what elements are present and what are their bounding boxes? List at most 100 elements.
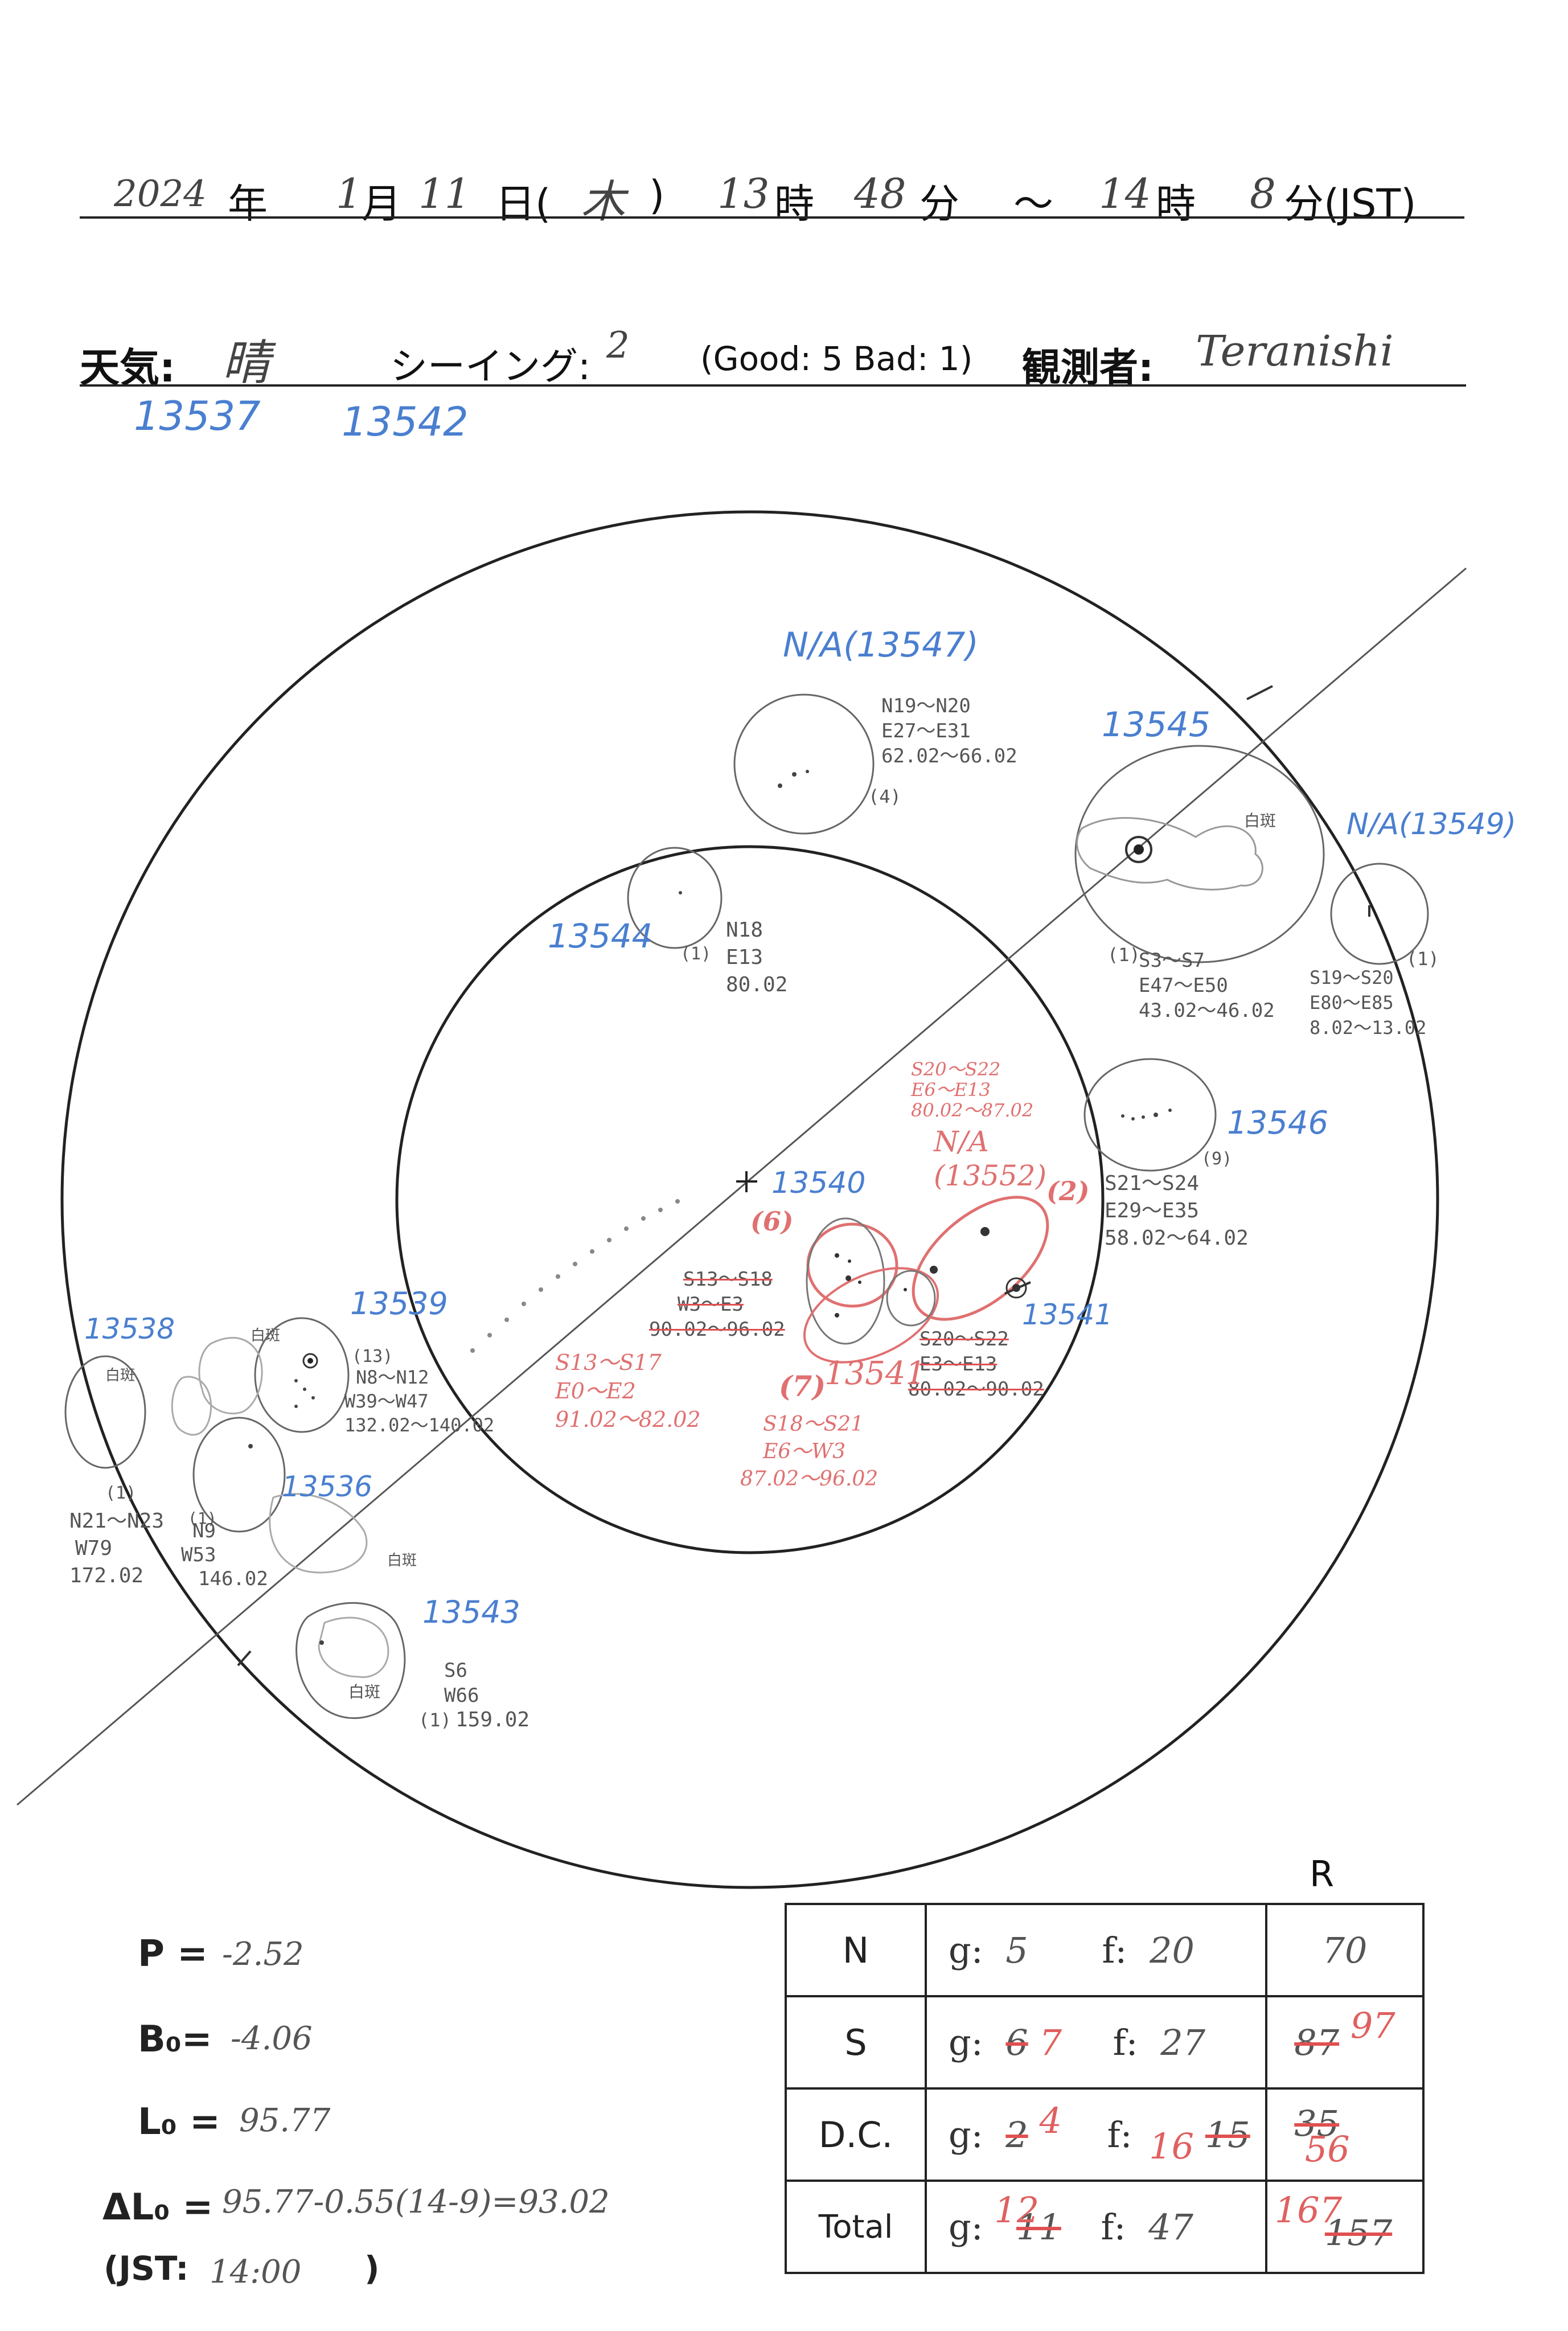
region-13552-carr: 80.02〜87.02 <box>911 1099 1034 1121</box>
region-13541-red-coords: S18〜S21 E6〜W3 87.02〜96.02 <box>740 1411 878 1493</box>
region-13552-lat: S20〜S22 <box>911 1058 1001 1080</box>
region-13544-lon: E13 <box>726 946 764 969</box>
region-13547-carr: 62.02〜66.02 <box>881 745 1017 768</box>
observer-label: 観測者: <box>1022 346 1154 391</box>
start-hour-unit: 時 <box>774 180 814 227</box>
table-row-disk-center: D.C. g: 2 4 f: 16 15 35 56 <box>785 2087 1425 2182</box>
region-13538-count: (1) <box>105 1483 137 1503</box>
region-13549-coords: S19〜S20 E80〜E85 8.02〜13.02 <box>1310 965 1426 1040</box>
year-value: 2024 <box>114 173 207 215</box>
region-13547-lon: E27〜E31 <box>881 720 971 742</box>
region-13544-carr: 80.02 <box>726 973 788 996</box>
region-13541-small-ring <box>1005 1277 1027 1299</box>
f-value-total: 47 <box>1148 2206 1194 2248</box>
r-cell-total: 167 157 <box>1265 2180 1425 2274</box>
weather-value: 晴 <box>222 335 270 391</box>
region-13541-red-label: 13541 <box>824 1355 926 1392</box>
region-13539-lat: N8〜N12 <box>356 1366 429 1388</box>
dotted-trail <box>470 1199 680 1353</box>
region-13545-spot-ring <box>1125 836 1152 863</box>
region-13547-outline <box>733 693 875 835</box>
start-min: 48 <box>854 170 906 217</box>
g-label: g: <box>949 1929 983 1971</box>
region-13546-count: (9) <box>1201 1149 1233 1169</box>
region-13540-red-coords: S13〜S17 E0〜E2 91.02〜82.02 <box>555 1348 701 1434</box>
g-label: g: <box>949 2206 983 2248</box>
weather-label: 天気: <box>80 344 175 391</box>
f-label: f: <box>1101 2206 1126 2248</box>
region-13546-outline <box>1083 1058 1217 1172</box>
region-13536-faculae <box>269 1493 368 1574</box>
f-value-dc-new: 16 <box>1149 2125 1195 2167</box>
weekday-value: 木 <box>581 177 626 228</box>
center-cross <box>736 1171 757 1192</box>
region-13541-carr: 80.02〜90.02 <box>908 1378 1044 1401</box>
region-13545-carr: 43.02〜46.02 <box>1139 999 1275 1022</box>
row-label-south: S <box>785 1995 927 2090</box>
region-13547-count: (4) <box>868 786 901 807</box>
table-row-total: Total g: 12 11 f: 47 167 157 <box>785 2180 1425 2274</box>
start-hour: 13 <box>717 170 770 217</box>
region-13545-faculae <box>1076 817 1263 890</box>
region-13545-coords: S3〜S7 E47〜E50 43.02〜46.02 <box>1139 948 1275 1023</box>
region-13543-faculae <box>318 1616 389 1679</box>
g-value-total-old: 11 <box>1016 2206 1061 2248</box>
region-13543-note: 白斑 <box>348 1682 381 1701</box>
region-13539-outline <box>254 1317 350 1433</box>
region-13549-count: (1) <box>1406 948 1439 970</box>
jst-label: (JST: <box>104 2249 189 2288</box>
region-13540-lon: W3〜E3 <box>678 1293 744 1316</box>
pole-tick-bottom <box>237 1650 252 1667</box>
region-13540-red-carr: 91.02〜82.02 <box>555 1407 701 1432</box>
row-label-total: Total <box>785 2180 927 2274</box>
region-13543-coords: S6 W66 <box>444 1658 479 1708</box>
region-13546-lon: E29〜E35 <box>1105 1199 1200 1222</box>
region-13543-lat: S6 <box>444 1659 467 1682</box>
date-line: 2024 年 1 月 11 日( 木 ) 13 時 48 分 〜 14 時 8 … <box>85 166 1463 228</box>
region-13545-label: 13545 <box>1102 705 1210 745</box>
r-value-north: 70 <box>1322 1929 1368 1971</box>
g-value-dc-new: 4 <box>1039 2099 1062 2141</box>
end-hour: 14 <box>1099 170 1151 217</box>
region-13539-lon: W39〜W47 <box>344 1390 429 1412</box>
r-column-header: R <box>1310 1853 1335 1895</box>
g-label: g: <box>949 2021 983 2063</box>
region-13545-outline <box>1074 745 1325 963</box>
region-13546-label: 13546 <box>1227 1105 1329 1142</box>
region-13540-carr: 90.02〜96.02 <box>649 1318 785 1341</box>
region-13545-note: 白斑 <box>1244 811 1276 830</box>
region-13539-note: 白斑 <box>251 1327 281 1344</box>
region-13538-note: 白斑 <box>105 1367 136 1384</box>
region-13549-lat: S19〜S20 <box>1310 967 1394 988</box>
region-13549-label: N/A(13549) <box>1347 807 1516 842</box>
region-13543-spot <box>319 1640 324 1645</box>
g-value-south-old: 6 <box>1005 2021 1028 2063</box>
row-label-disk-center: D.C. <box>785 2087 927 2182</box>
region-13538-lat: N21〜N23 <box>69 1509 165 1533</box>
equator-line <box>17 567 1467 1806</box>
region-13536-spot <box>248 1444 253 1448</box>
l0-label: L₀ = <box>138 2101 220 2143</box>
f-value-south: 27 <box>1160 2021 1206 2063</box>
central-group-spots <box>835 1227 1020 1318</box>
region-13539-carr: 132.02〜140.02 <box>344 1414 495 1436</box>
r-cell-north: 70 <box>1265 1903 1425 1997</box>
region-13545-lat: S3〜S7 <box>1139 949 1205 972</box>
region-13547-spots <box>778 770 809 788</box>
region-13539-spots <box>294 1379 315 1408</box>
region-13541-grey-outline <box>886 1270 936 1327</box>
f-label: f: <box>1113 2021 1138 2063</box>
row-label-north: N <box>785 1903 927 1997</box>
region-13543-outline <box>295 1602 406 1719</box>
region-13536-outline <box>192 1417 286 1533</box>
top-region-label-1: 13537 <box>134 393 261 440</box>
region-13539-spot <box>302 1353 318 1369</box>
region-13546-carr: 58.02〜64.02 <box>1105 1226 1249 1250</box>
jst-value: 14:00 <box>210 2254 302 2291</box>
f-value-dc-old: 15 <box>1205 2114 1250 2156</box>
region-13541-lon: E3〜E13 <box>920 1353 998 1376</box>
region-13536-note: 白斑 <box>387 1552 417 1569</box>
region-13545-spot <box>1134 844 1144 855</box>
r-cell-south: 87 97 <box>1265 1995 1425 2090</box>
region-13540-label: 13540 <box>771 1166 866 1200</box>
